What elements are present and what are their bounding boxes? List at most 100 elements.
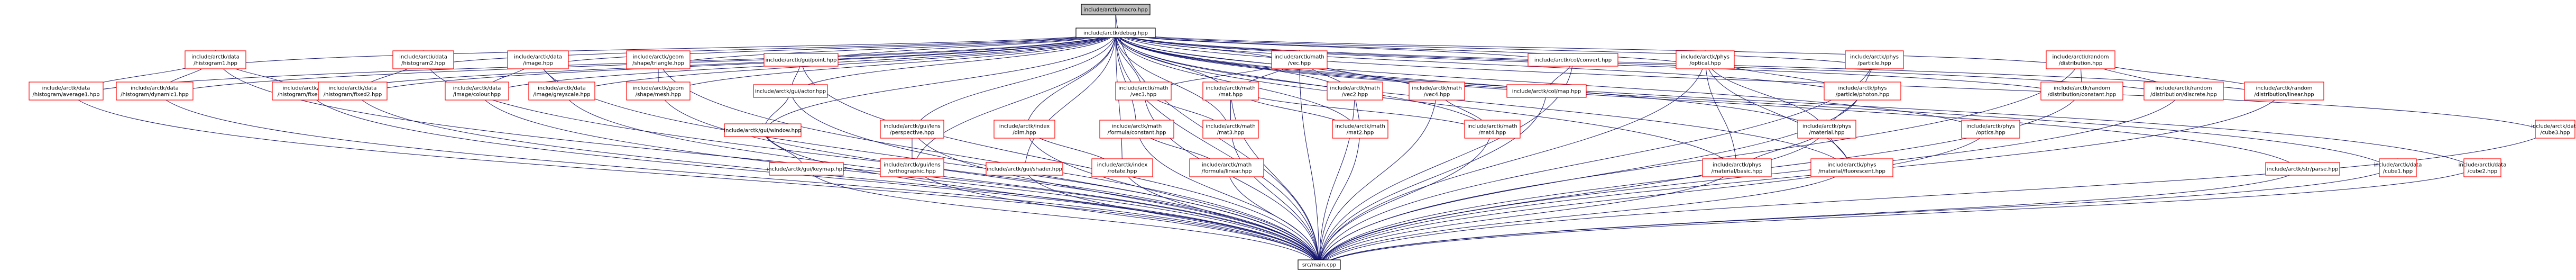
node-cube3[interactable]: include/arctk/data/cube3.hpp — [2531, 120, 2576, 139]
node-mat3[interactable]: include/arctk/math/mat3.hpp — [1202, 120, 1259, 139]
node-box-vec4[interactable] — [1409, 82, 1465, 101]
node-box-vec[interactable] — [1271, 50, 1328, 69]
node-perspective[interactable]: include/arctk/gui/lens/perspective.hpp — [880, 120, 944, 139]
node-box-shader[interactable] — [986, 162, 1063, 176]
node-box-perspective[interactable] — [880, 120, 944, 139]
node-cube1[interactable]: include/arctk/data/cube1.hpp — [2374, 158, 2422, 177]
node-imgcolour[interactable]: include/arctk/data/image/colour.hpp — [445, 82, 509, 101]
node-macro[interactable]: include/arctk/macro.hpp — [1081, 4, 1151, 15]
node-haverage1[interactable]: include/arctk/data/histogram/average1.hp… — [29, 82, 104, 101]
node-box-guiwindow[interactable] — [724, 123, 802, 137]
node-guiwindow[interactable]: include/arctk/gui/window.hpp — [724, 123, 802, 137]
node-box-imgcolour[interactable] — [445, 82, 509, 101]
node-box-histogram1[interactable] — [185, 50, 246, 69]
node-hfixed2[interactable]: include/arctk/data/histogram/fixed2.hpp — [318, 82, 388, 101]
node-box-cube3[interactable] — [2535, 120, 2575, 139]
node-box-flinear[interactable] — [1189, 158, 1264, 177]
node-image[interactable]: include/arctk/data/image.hpp — [507, 50, 569, 69]
node-optics[interactable]: include/arctk/phys/optics.hpp — [1961, 120, 2020, 139]
node-fconstant[interactable]: include/arctk/math/formula/constant.hpp — [1099, 120, 1174, 139]
node-mat4[interactable]: include/arctk/math/mat4.hpp — [1464, 120, 1521, 139]
node-shader[interactable]: include/arctk/gui/shader.hpp — [986, 162, 1063, 176]
node-matfluor[interactable]: include/arctk/phys/material/fluorescent.… — [1810, 158, 1893, 177]
node-colmap[interactable]: include/arctk/col/map.hpp — [1506, 84, 1587, 98]
node-box-material[interactable] — [1797, 120, 1856, 139]
node-box-imggrey[interactable] — [528, 82, 595, 101]
node-box-colconvert[interactable] — [1528, 53, 1618, 67]
node-box-optics[interactable] — [1961, 120, 2020, 139]
node-box-actor[interactable] — [753, 84, 828, 98]
node-label-line-actor-0: include/arctk/gui/actor.hpp — [755, 89, 826, 95]
node-box-triangle[interactable] — [626, 50, 691, 69]
node-point[interactable]: include/arctk/gui/point.hpp — [763, 53, 839, 67]
node-vec2[interactable]: include/arctk/math/vec2.hpp — [1327, 82, 1383, 101]
node-vec[interactable]: include/arctk/math/vec.hpp — [1271, 50, 1328, 69]
node-irotate[interactable]: include/arctk/index/rotate.hpp — [1091, 158, 1153, 177]
node-box-point[interactable] — [763, 53, 839, 67]
node-mat[interactable]: include/arctk/math/mat.hpp — [1202, 82, 1259, 101]
node-photon[interactable]: include/arctk/phys/particle/photon.hpp — [1824, 82, 1901, 101]
node-ddiscrete[interactable]: include/arctk/random/distribution/discre… — [2143, 82, 2224, 101]
node-histogram2[interactable]: include/arctk/data/histogram2.hpp — [392, 50, 454, 69]
node-actor[interactable]: include/arctk/gui/actor.hpp — [753, 84, 828, 98]
node-parse[interactable]: include/arctk/str/parse.hpp — [2265, 162, 2340, 176]
node-distribution[interactable]: include/arctk/random/distribution.hpp — [2046, 50, 2115, 69]
node-box-image[interactable] — [507, 50, 569, 69]
node-box-hfixed2[interactable] — [318, 82, 388, 101]
node-box-matfluor[interactable] — [1810, 158, 1893, 177]
node-optical[interactable]: include/arctk/phys/optical.hpp — [1676, 50, 1735, 69]
node-box-hdynamic1[interactable] — [116, 82, 194, 101]
node-box-keymap[interactable] — [769, 162, 844, 176]
node-colconvert[interactable]: include/arctk/col/convert.hpp — [1528, 53, 1618, 67]
node-box-idim[interactable] — [993, 120, 1055, 139]
node-hdynamic1[interactable]: include/arctk/data/histogram/dynamic1.hp… — [116, 82, 194, 101]
node-histogram1[interactable]: include/arctk/data/histogram1.hpp — [185, 50, 246, 69]
node-box-mat[interactable] — [1202, 82, 1259, 101]
node-box-particle[interactable] — [1845, 50, 1904, 69]
node-debug[interactable]: include/arctk/debug.hpp — [1075, 28, 1156, 38]
node-box-mat4[interactable] — [1464, 120, 1521, 139]
node-main[interactable]: src/main.cpp — [1298, 259, 1341, 270]
node-idim[interactable]: include/arctk/index/dim.hpp — [993, 120, 1055, 139]
node-vec4[interactable]: include/arctk/math/vec4.hpp — [1409, 82, 1465, 101]
node-cube2[interactable]: include/arctk/data/cube2.hpp — [2459, 158, 2507, 177]
node-box-dconstant[interactable] — [2040, 82, 2123, 101]
node-box-cube1[interactable] — [2379, 158, 2417, 177]
node-box-matbasic[interactable] — [1702, 158, 1772, 177]
node-box-irotate[interactable] — [1091, 158, 1153, 177]
node-box-mat3[interactable] — [1202, 120, 1259, 139]
node-triangle[interactable]: include/arctk/geom/shape/triangle.hpp — [626, 50, 691, 69]
node-box-mesh[interactable] — [626, 82, 691, 101]
node-mesh[interactable]: include/arctk/geom/shape/mesh.hpp — [626, 82, 691, 101]
node-label-line-image-0: include/arctk/data — [514, 55, 562, 60]
node-box-ddiscrete[interactable] — [2143, 82, 2224, 101]
node-box-fconstant[interactable] — [1099, 120, 1174, 139]
node-dconstant[interactable]: include/arctk/random/distribution/consta… — [2040, 82, 2123, 101]
node-box-main[interactable] — [1298, 259, 1341, 270]
node-material[interactable]: include/arctk/phys/material.hpp — [1797, 120, 1856, 139]
node-particle[interactable]: include/arctk/phys/particle.hpp — [1845, 50, 1904, 69]
node-box-distribution[interactable] — [2046, 50, 2115, 69]
node-box-colmap[interactable] — [1506, 84, 1587, 98]
node-flinear[interactable]: include/arctk/math/formula/linear.hpp — [1189, 158, 1264, 177]
node-box-optical[interactable] — [1676, 50, 1735, 69]
node-box-histogram2[interactable] — [392, 50, 454, 69]
node-box-macro[interactable] — [1081, 4, 1151, 15]
node-keymap[interactable]: include/arctk/gui/keymap.hpp — [767, 162, 846, 176]
node-mat2[interactable]: include/arctk/math/mat2.hpp — [1332, 120, 1388, 139]
node-matbasic[interactable]: include/arctk/phys/material/basic.hpp — [1702, 158, 1772, 177]
node-box-orthographic[interactable] — [880, 158, 944, 177]
node-dlinear[interactable]: include/arctk/random/distribution/linear… — [2244, 82, 2324, 101]
node-box-photon[interactable] — [1824, 82, 1901, 101]
node-box-dlinear[interactable] — [2244, 82, 2324, 101]
node-box-vec3[interactable] — [1115, 82, 1172, 101]
node-box-debug[interactable] — [1075, 28, 1156, 38]
node-box-cube2[interactable] — [2463, 158, 2501, 177]
node-box-parse[interactable] — [2265, 162, 2340, 176]
node-box-vec2[interactable] — [1327, 82, 1383, 101]
node-orthographic[interactable]: include/arctk/gui/lens/orthographic.hpp — [880, 158, 944, 177]
node-vec3[interactable]: include/arctk/math/vec3.hpp — [1115, 82, 1172, 101]
node-imggrey[interactable]: include/arctk/data/image/greyscale.hpp — [528, 82, 595, 101]
node-box-mat2[interactable] — [1332, 120, 1388, 139]
node-box-haverage1[interactable] — [29, 82, 104, 101]
